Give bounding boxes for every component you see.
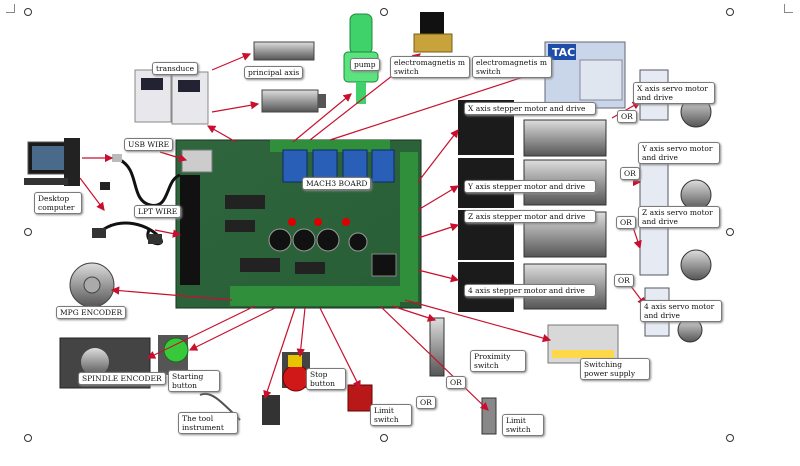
lpt-cable-image <box>92 221 163 246</box>
arrow-board-tac <box>329 68 547 141</box>
arrow-board-4-stepper <box>417 269 460 283</box>
limit-switch-2-image <box>481 397 497 435</box>
frame-handle[interactable] <box>726 434 734 442</box>
label-limit-switch-1: Limit switch <box>370 404 412 426</box>
relay <box>371 149 395 183</box>
arrow-board-pump <box>292 93 352 143</box>
label-pump: pump <box>350 58 380 71</box>
arrow-lpt-board <box>154 229 182 238</box>
arrow-board-mpg <box>110 286 233 301</box>
or-y: OR <box>620 167 640 180</box>
bottom-terminal-block <box>230 286 400 306</box>
frame-handle[interactable] <box>24 228 32 236</box>
or-4: OR <box>614 274 634 287</box>
arrow-inverter-spindle <box>211 52 252 71</box>
crop-mark <box>6 4 15 13</box>
top-terminal-block <box>270 140 390 152</box>
limit-switch-1-image <box>347 384 373 412</box>
usb-cable-image <box>100 154 181 207</box>
arrow-board-spindle-encoder <box>146 305 256 359</box>
arrow-board-x-stepper <box>417 129 459 183</box>
mpg-encoder-image <box>69 262 115 308</box>
arrow-board-z-stepper <box>417 223 460 239</box>
arrow-board-start <box>188 307 276 351</box>
frame-handle[interactable] <box>726 228 734 236</box>
or-x: OR <box>617 110 637 123</box>
arrow-board-proximity <box>391 305 437 322</box>
frame-handle[interactable] <box>24 434 32 442</box>
usb-port <box>181 149 213 173</box>
power-supply-image <box>547 324 619 364</box>
label-mach3-board: MACH3 BOARD <box>302 177 372 190</box>
label-y-stepper: Y axis stepper motor and drive <box>464 180 596 193</box>
label-4-servo: 4 axis servo motor and drive <box>640 300 722 322</box>
tac-logo: TAC <box>552 46 575 59</box>
arrow-board-limit2 <box>379 305 489 411</box>
label-lpt-wire: LPT WIRE <box>134 205 182 218</box>
relay <box>282 149 308 183</box>
frame-handle[interactable] <box>380 434 388 442</box>
label-4-stepper: 4 axis stepper motor and drive <box>464 284 596 297</box>
mach3-board <box>175 139 422 309</box>
proximity-switch-image <box>429 317 445 377</box>
label-x-servo: X axis servo motor and drive <box>633 82 715 104</box>
tac-switch-image: TAC <box>544 41 626 109</box>
arrow-board-y-stepper <box>417 185 460 211</box>
crop-mark <box>784 4 793 13</box>
label-transduce: transduce <box>152 62 199 75</box>
label-z-servo: Z axis servo motor and drive <box>638 206 720 228</box>
label-spindle-encoder: SPINDLE ENCODER <box>78 372 166 385</box>
label-principal-axis: principal axis <box>244 66 304 79</box>
label-limit-switch-2: Limit switch <box>502 414 544 436</box>
right-terminal-block <box>400 152 418 302</box>
inverter-image <box>134 69 209 125</box>
label-proximity-switch: Proximity switch <box>470 350 526 372</box>
solenoid-valve-image <box>413 12 453 53</box>
label-desktop-computer: Desktop computer <box>34 192 82 214</box>
label-x-stepper: X axis stepper motor and drive <box>464 102 596 115</box>
arrow-board-stop <box>296 307 306 358</box>
arrow-board-tool <box>263 307 296 400</box>
label-z-stepper: Z axis stepper motor and drive <box>464 210 596 223</box>
lpt-connector <box>180 175 200 285</box>
label-electromagnetism-switch-1: electromagnetis m switch <box>390 56 470 78</box>
arrow-computer-lpt <box>79 177 105 211</box>
frame-handle[interactable] <box>24 8 32 16</box>
label-starting-button: Starting button <box>168 370 220 392</box>
arrow-usb-board <box>159 151 188 162</box>
servo-y-image <box>639 159 712 211</box>
label-stop-button: Stop button <box>306 368 346 390</box>
servo-z-image <box>639 224 712 281</box>
starting-button-image <box>158 335 189 375</box>
label-tool-instrument: The tool instrument <box>178 412 238 434</box>
arrow-inverter-spindle2 <box>211 101 260 113</box>
label-mpg-encoder: MPG ENCODER <box>56 306 127 319</box>
or-proximity: OR <box>446 376 466 389</box>
frame-handle[interactable] <box>380 8 388 16</box>
or-limit: OR <box>416 396 436 409</box>
label-electromagnetism-switch-2: electromagnetis m switch <box>472 56 552 78</box>
arrow-board-limit1 <box>319 307 361 390</box>
desktop-computer-image <box>24 138 80 186</box>
or-z: OR <box>616 216 636 229</box>
spindle-image <box>253 41 326 113</box>
frame-handle[interactable] <box>726 8 734 16</box>
stop-button-image <box>282 352 310 392</box>
arrow-board-inverter <box>206 125 237 143</box>
label-y-servo: Y axis servo motor and drive <box>638 142 720 164</box>
label-usb-wire: USB WIRE <box>124 138 174 151</box>
label-switching-power-supply: Switching power supply <box>580 358 650 380</box>
arrow-board-power <box>404 299 552 343</box>
